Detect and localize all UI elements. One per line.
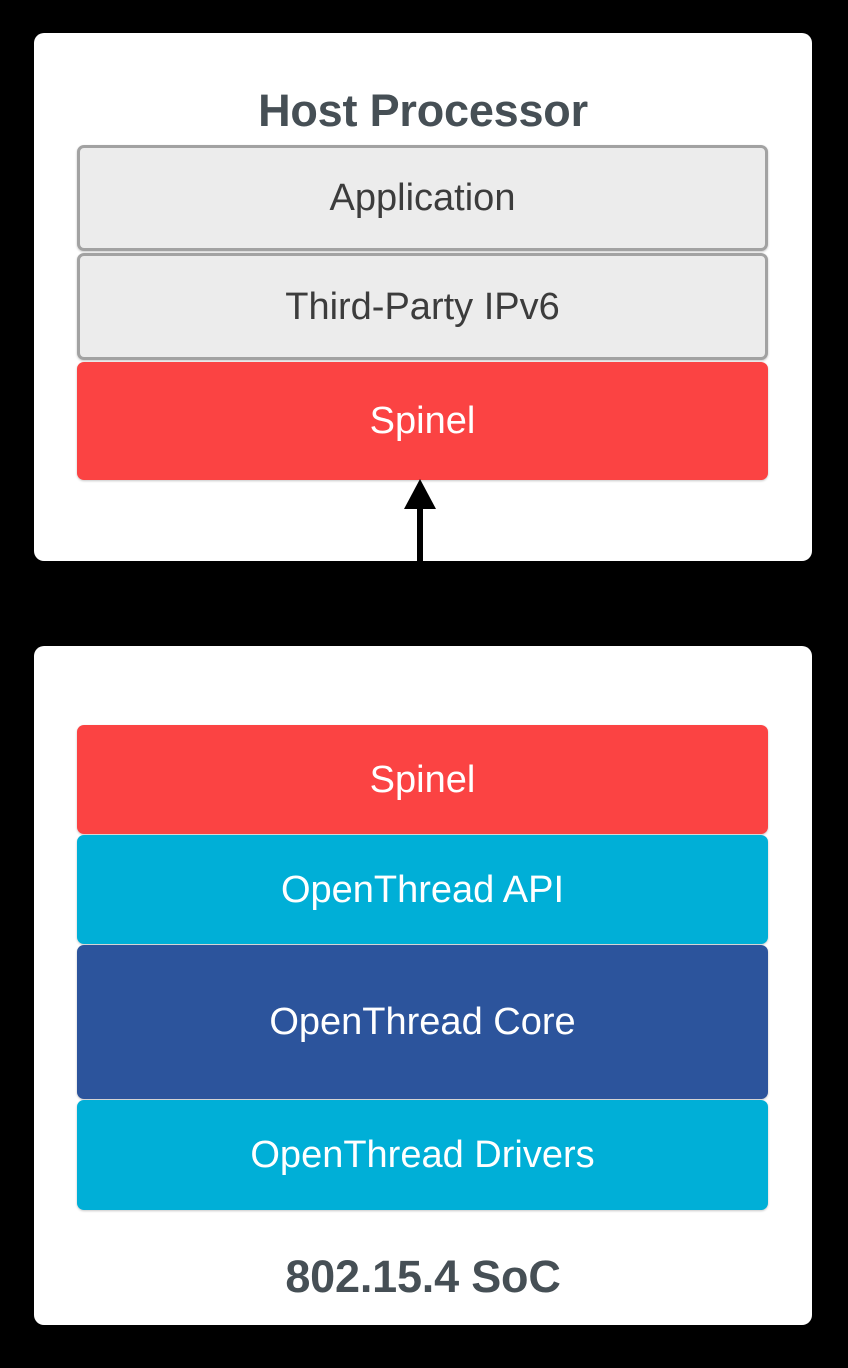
layer-openthread-api: OpenThread API bbox=[77, 835, 768, 944]
layer-application-label: Application bbox=[329, 177, 516, 219]
layer-spinel-soc: Spinel bbox=[77, 725, 768, 834]
host-processor-layer-stack: Application Third-Party IPv6 Spinel bbox=[77, 145, 768, 480]
layer-openthread-core: OpenThread Core bbox=[77, 945, 768, 1099]
layer-application: Application bbox=[77, 145, 768, 251]
layer-spinel-host: Spinel bbox=[77, 362, 768, 480]
layer-spinel-soc-label: Spinel bbox=[369, 758, 476, 801]
layer-openthread-drivers: OpenThread Drivers bbox=[77, 1100, 768, 1210]
layer-third-party-ipv6: Third-Party IPv6 bbox=[77, 253, 768, 360]
soc-panel-title: 802.15.4 SoC bbox=[285, 1251, 561, 1302]
soc-layer-stack: Spinel OpenThread API OpenThread Core Op… bbox=[77, 725, 768, 1210]
arrow-head-up-icon bbox=[404, 479, 436, 509]
host-processor-panel: Host Processor Application Third-Party I… bbox=[34, 33, 812, 561]
layer-third-party-ipv6-label: Third-Party IPv6 bbox=[285, 285, 560, 328]
soc-panel: Spinel OpenThread API OpenThread Core Op… bbox=[34, 646, 812, 1325]
layer-openthread-core-label: OpenThread Core bbox=[269, 1001, 576, 1043]
layer-spinel-host-label: Spinel bbox=[369, 400, 476, 442]
layer-openthread-drivers-label: OpenThread Drivers bbox=[250, 1134, 595, 1176]
host-processor-title: Host Processor bbox=[258, 85, 588, 136]
layer-openthread-api-label: OpenThread API bbox=[280, 868, 565, 911]
